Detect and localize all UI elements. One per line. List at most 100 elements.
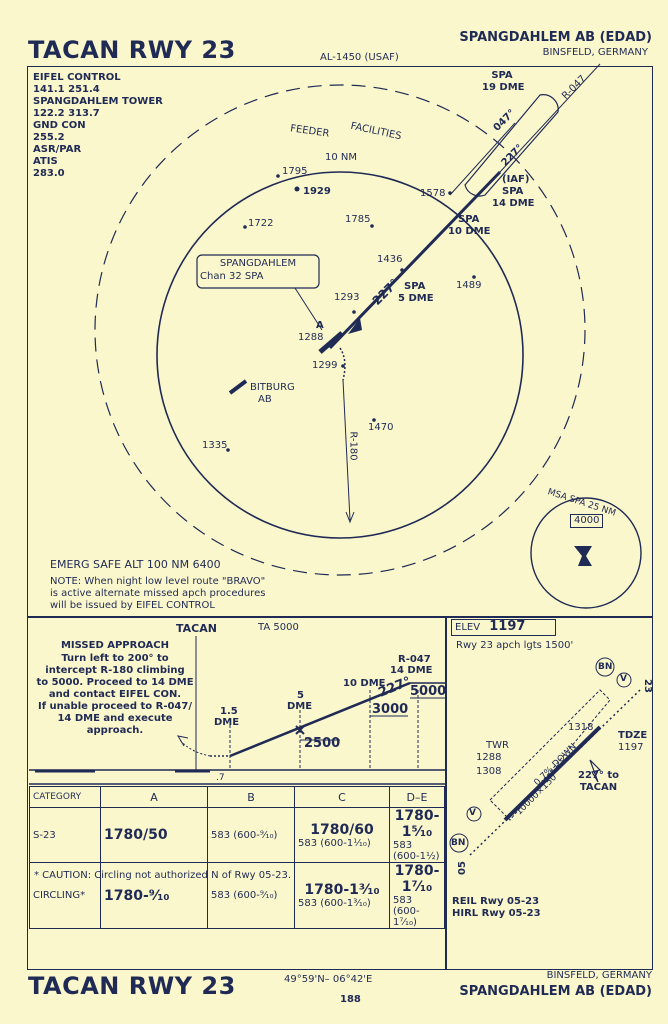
profile-seven: .7 <box>216 773 225 783</box>
dme5-label: DME <box>287 701 313 712</box>
vor-label: V <box>620 674 627 684</box>
ten-nm-ring <box>156 171 524 539</box>
obstacle-dots <box>226 174 476 452</box>
note-line: is active alternate missed apch procedur… <box>50 588 266 599</box>
iaf-spa: SPA <box>502 186 524 197</box>
r180-radial <box>342 379 351 521</box>
entry-line <box>449 122 516 196</box>
fix-a: A <box>316 320 324 331</box>
s23-de-hat: 583 (600-1½) <box>393 840 440 862</box>
bitburg-ab-label: AB <box>258 394 272 405</box>
r180-arrow <box>345 511 355 524</box>
rwy-23-label: 23 <box>641 679 653 693</box>
comm-line: GND CON <box>33 120 86 131</box>
emerg-safe-alt: EMERG SAFE ALT 100 NM 6400 <box>50 558 221 571</box>
pt-1318: 1318 <box>568 722 594 733</box>
beacon-label: BN <box>598 662 613 672</box>
minima-table: CATEGORY A B C D–E S-23 1780/50 583 (600… <box>29 786 445 929</box>
runway <box>503 725 602 822</box>
facility-name: SPANGDAHLEM <box>219 258 297 269</box>
msa-circle <box>530 497 642 609</box>
comm-line: ATIS <box>33 156 58 167</box>
elev-label: ELEV <box>455 622 481 633</box>
comm-line: 283.0 <box>33 168 65 179</box>
circ-c-min: 1780-1³⁄₁₀ <box>304 882 380 898</box>
footer-coords: 49°59'N– 06°42'E <box>284 974 373 985</box>
twr-elev: 1288 <box>476 752 502 763</box>
obstacle: 1436 <box>377 254 403 265</box>
spa19-dme: 19 DME <box>482 82 525 93</box>
airport-name: SPANGDAHLEM AB (EDAD) <box>459 30 652 45</box>
missed-line: 14 DME and execute approach. <box>57 713 173 736</box>
to-tacan: 227° to TACAN <box>578 770 619 794</box>
dme15-label: DME <box>214 717 240 728</box>
alt-5000: 5000 <box>410 684 447 699</box>
transition-alt: TA 5000 <box>258 622 299 633</box>
missed-text: Turn left to 200° to intercept R-180 cli… <box>30 653 200 737</box>
spa10-label: SPA <box>458 214 480 225</box>
profile-tacan: TACAN <box>176 622 217 635</box>
missed-line: Turn left to 200° to <box>61 653 169 664</box>
lower-divider <box>445 616 447 970</box>
missed-line: and contact EIFEL CON. <box>48 689 182 700</box>
obstacle: 1929 <box>303 186 331 197</box>
spa5-dme: 5 DME <box>398 293 434 304</box>
spa19-label: SPA <box>491 70 513 81</box>
comm-line: 255.2 <box>33 132 65 143</box>
footer-airport: SPANGDAHLEM AB (EDAD) <box>459 984 652 999</box>
circling-caution: * CAUTION: Circling not authorized N of … <box>34 870 292 881</box>
descent-path <box>229 681 411 758</box>
obstacle: 1785 <box>345 214 371 225</box>
circ-ab-min: 1780-⁹⁄₁₀ <box>100 862 208 929</box>
night-note: NOTE: When night low level route "BRAVO"… <box>50 576 265 612</box>
to-tacan-line: 227° to <box>578 770 620 781</box>
dme5-num: 5 <box>297 690 304 701</box>
comm-line: 122.2 313.7 <box>33 108 100 119</box>
tdze-value: 1197 <box>618 742 644 753</box>
pt-1308: 1308 <box>476 766 502 777</box>
iaf-label: (IAF) <box>502 174 530 185</box>
s23-ab-hat: 583 (600-⁹⁄₁₀) <box>207 807 295 863</box>
to-tacan-line: TACAN <box>579 782 618 793</box>
bitburg-runway <box>228 379 248 395</box>
rwy-05-label: 05 <box>456 861 468 875</box>
s23-de-min: 1780-1⁵⁄₁₀ <box>394 808 440 840</box>
profile-r047: R-047 <box>398 654 431 665</box>
final-course <box>328 170 502 350</box>
minima-row-circling: CIRCLING* 1780-⁹⁄₁₀ 583 (600-⁹⁄₁₀) 1780-… <box>29 862 445 929</box>
ring-label: 10 NM <box>325 152 358 163</box>
note-line: will be issued by EIFEL CONTROL <box>50 600 215 611</box>
course-arrow <box>348 318 362 334</box>
alt-2500: 2500 <box>304 736 341 751</box>
obstacle: 1288 <box>298 332 324 343</box>
obstacle: 1722 <box>248 218 274 229</box>
tdze-label: TDZE <box>618 730 648 741</box>
msa-symbol <box>574 546 592 566</box>
circ-de-min: 1780-1⁷⁄₁₀ <box>394 863 440 895</box>
beacon-label-2: BN <box>451 838 466 848</box>
missed-line: If unable proceed to R-047/ <box>38 701 192 712</box>
plan-view-frame <box>27 66 653 618</box>
comm-line: EIFEL CONTROL <box>33 72 121 83</box>
bitburg-label: BITBURG <box>250 382 295 393</box>
missed-title: MISSED APPROACH <box>60 640 170 651</box>
obstacle: 1335 <box>202 440 228 451</box>
holding-pattern <box>464 94 559 197</box>
comm-line: SPANGDAHLEM TOWER <box>33 96 163 107</box>
profile-10dme: 10 DME <box>343 678 386 689</box>
footer-city: BINSFELD, GERMANY <box>546 970 652 981</box>
facility-box <box>196 254 320 289</box>
missed-line: to 5000. Proceed to 14 DME <box>36 677 194 688</box>
missed-path <box>339 347 346 381</box>
obstacle: 1293 <box>334 292 360 303</box>
s23-c-min: 1780/60 <box>310 821 374 838</box>
reil-note: REIL Rwy 05-23 <box>452 896 540 907</box>
hirl-note: HIRL Rwy 05-23 <box>452 908 541 919</box>
obstacle: 1470 <box>368 422 394 433</box>
procedure-id: AL-1450 (USAF) <box>320 52 399 63</box>
plate-title: TACAN RWY 23 <box>28 36 236 64</box>
taxiway <box>489 689 611 821</box>
